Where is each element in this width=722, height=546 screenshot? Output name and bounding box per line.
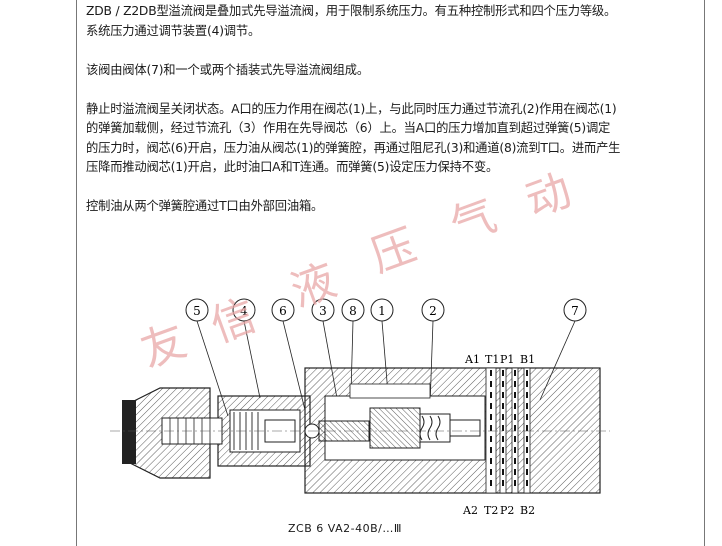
- callout-label: 1: [378, 304, 386, 318]
- callout-1: 1: [370, 298, 394, 322]
- callout-label: 6: [279, 304, 287, 318]
- callout-label: 5: [193, 304, 201, 318]
- callout-label: 2: [429, 304, 437, 318]
- callout-8: 8: [341, 298, 365, 322]
- text-line: 系统压力通过调节装置(4)调节。: [86, 23, 261, 38]
- callout-4: 4: [232, 298, 256, 322]
- text-line: 静止时溢流阀呈关闭状态。A口的压力作用在阀芯(1)上，与此同时压力通过节流孔(2…: [86, 101, 617, 116]
- watermark-char: 压: [364, 219, 423, 283]
- text-line: 控制油从两个弹簧腔通过T口由外部回油箱。: [86, 199, 324, 213]
- drawing-caption: ZCB 6 VA2-40B/…Ⅲ: [288, 522, 402, 535]
- port-label: A1: [464, 353, 480, 366]
- port-label: B1: [520, 353, 535, 366]
- page-border-right: [704, 0, 705, 546]
- callout-label: 7: [571, 304, 579, 318]
- port-label: P1: [500, 353, 514, 366]
- valve-cross-section-drawing: 5 4 6 3 8 1 2 7: [110, 298, 610, 517]
- text-line: 该阀由阀体(7)和一个或两个插装式先导溢流阀组成。: [86, 62, 369, 77]
- callout-5: 5: [185, 298, 209, 322]
- description-text: ZDB / Z2DB型溢流阀是叠加式先导溢流阀，用于限制系统压力。有五种控制形式…: [86, 2, 698, 217]
- port-label: A2: [462, 504, 478, 517]
- text-line: 压降而推动阀芯(1)开启，此时油口A和T连通。而弹簧(5)设定压力保持不变。: [86, 160, 499, 174]
- port-label: P2: [500, 504, 514, 517]
- callout-3: 3: [311, 298, 335, 322]
- port-label: B2: [520, 504, 535, 517]
- port-labels: A1 T1 P1 B1 A2 T2 P2 B2: [462, 353, 535, 517]
- adjustment-knob: [122, 387, 223, 479]
- callout-6: 6: [271, 298, 295, 322]
- main-spool: [369, 407, 481, 449]
- callout-label: 3: [319, 304, 327, 318]
- callout-7: 7: [563, 298, 587, 322]
- callout-label: 8: [349, 304, 357, 318]
- callout-label: 4: [240, 304, 248, 318]
- port-label: T2: [484, 504, 498, 517]
- page-border-left: [76, 0, 77, 546]
- text-line: ZDB / Z2DB型溢流阀是叠加式先导溢流阀，用于限制系统压力。有五种控制形式…: [86, 4, 617, 18]
- callout-2: 2: [421, 298, 445, 322]
- port-label: T1: [485, 353, 499, 366]
- text-line: 的弹簧加载侧，经过节流孔（3）作用在先导阀芯（6）上。当A口的压力增加直到超过弹…: [86, 121, 611, 135]
- text-line: 的压力时，阀芯(6)开启，压力油从阀芯(1)的弹簧腔，再通过阻尼孔(3)和通道(…: [86, 140, 621, 155]
